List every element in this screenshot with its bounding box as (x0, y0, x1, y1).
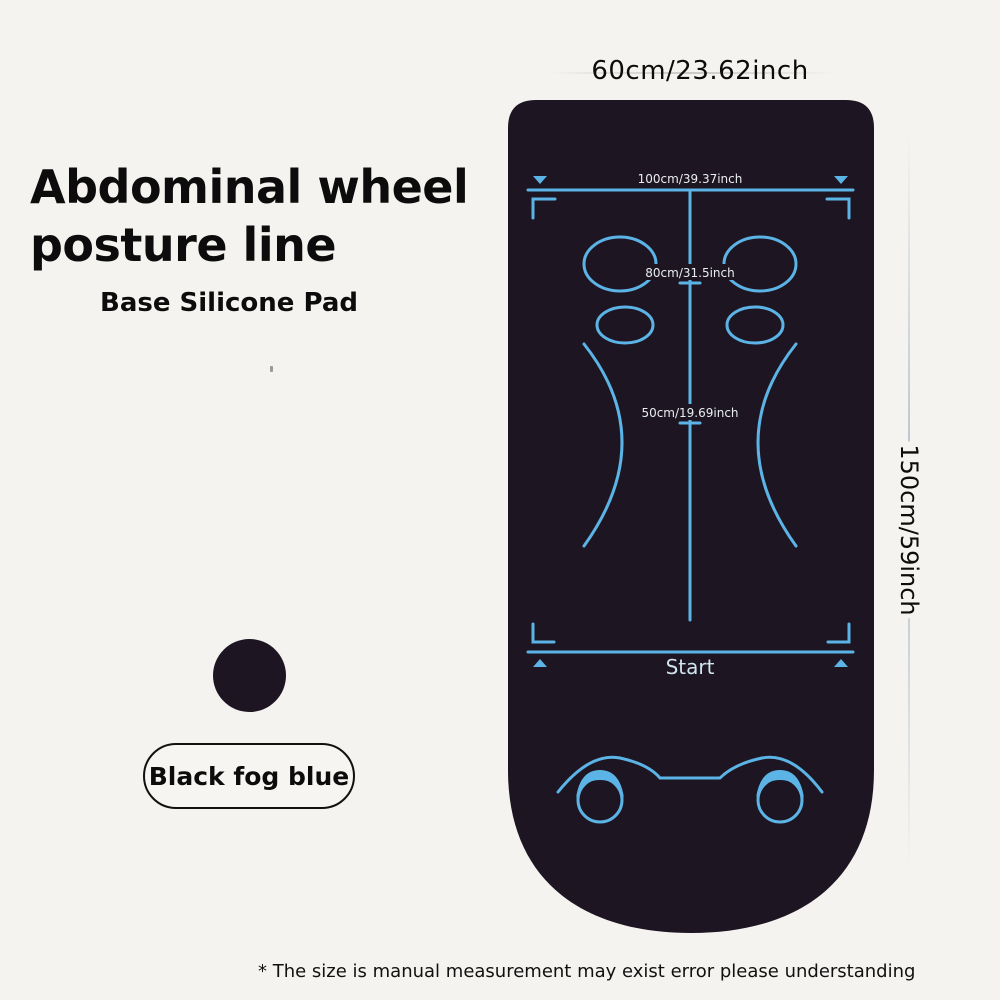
marker-top-right (834, 176, 848, 184)
hand-oval-left-lower (595, 305, 655, 345)
footnote: * The size is manual measurement may exi… (258, 961, 916, 982)
body-curve-right (756, 342, 798, 548)
color-option-label: Black fog blue (148, 761, 350, 791)
start-label: Start (666, 655, 715, 679)
wheel-right-crescent (756, 770, 804, 798)
product-subtitle: Base Silicone Pad (100, 288, 358, 318)
wheel-outline (556, 755, 824, 794)
marker-bottom-left (533, 659, 547, 667)
corner-bracket-bottom-right (826, 622, 851, 644)
color-swatch[interactable] (213, 639, 286, 712)
marker-bottom-right (834, 659, 848, 667)
marker-label-50cm: 50cm/19.69inch (641, 406, 738, 420)
width-dimension-label: 60cm/23.62inch (591, 56, 809, 86)
product-title: Abdominal wheel posture line (30, 160, 469, 272)
color-option-button[interactable]: Black fog blue (143, 743, 355, 809)
marker-label-80cm: 80cm/31.5inch (645, 266, 734, 280)
corner-bracket-bottom-left (531, 622, 556, 644)
hand-oval-right-lower (725, 305, 785, 345)
decorative-speck (270, 366, 273, 372)
wheel-left-crescent (576, 770, 624, 798)
corner-bracket-top-right (825, 197, 851, 220)
corner-bracket-top-left (531, 197, 557, 220)
marker-label-100cm: 100cm/39.37inch (638, 172, 743, 186)
body-curve-left (582, 342, 624, 548)
width-dimension-line (548, 72, 834, 74)
marker-top-left (533, 176, 547, 184)
